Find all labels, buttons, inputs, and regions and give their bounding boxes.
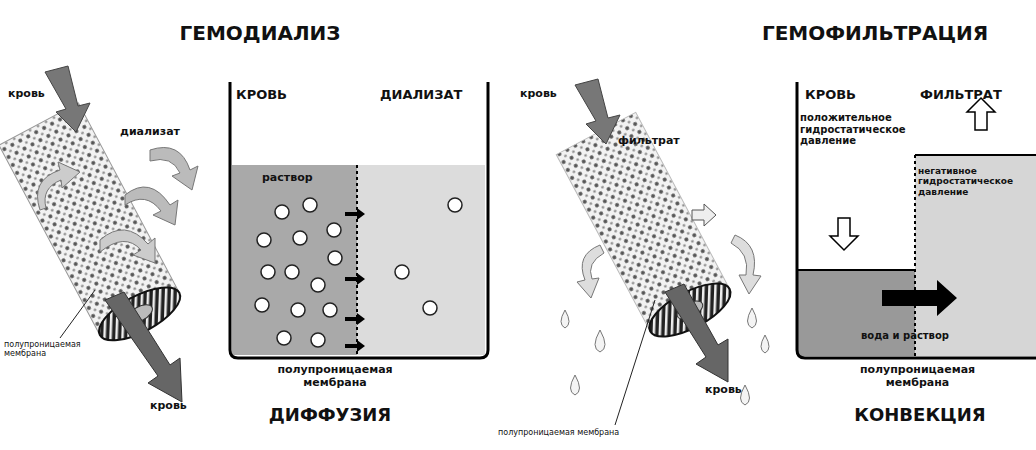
dialyzer-cylinder bbox=[0, 66, 198, 402]
flow-label: кровь bbox=[705, 384, 765, 397]
part-label: полупроницаемая мембрана bbox=[850, 364, 985, 389]
convection-beaker bbox=[797, 82, 1036, 358]
heading: ГЕМОФИЛЬТРАЦИЯ bbox=[740, 22, 1010, 45]
substance-label: вода и раствор bbox=[850, 330, 960, 342]
process-label: ДИФФУЗИЯ bbox=[255, 405, 405, 426]
flow-label: фильтрат bbox=[618, 135, 698, 148]
part-label: полупроницаемая мембрана bbox=[270, 364, 400, 389]
heading: ГЕМОДИАЛИЗ bbox=[150, 22, 370, 45]
flow-label: кровь bbox=[520, 88, 580, 101]
compartment-label: ДИАЛИЗАТ bbox=[380, 88, 480, 103]
compartment-label: КРОВЬ bbox=[805, 88, 885, 103]
diffusion-beaker bbox=[230, 82, 488, 358]
pressure-label: положительное гидростатическое давление bbox=[800, 112, 912, 147]
flow-label: кровь bbox=[150, 400, 210, 413]
part-label: полупроницаемая мембрана bbox=[498, 428, 668, 437]
substance-label: раствор bbox=[262, 172, 342, 185]
pressure-label: негативное гидростатическое давление bbox=[918, 166, 1032, 197]
process-label: КОНВЕКЦИЯ bbox=[835, 405, 1005, 426]
compartment-label: ФИЛЬТРАТ bbox=[920, 88, 1030, 103]
flow-label: диализат bbox=[120, 126, 200, 139]
flow-label: кровь bbox=[8, 88, 68, 101]
compartment-label: КРОВЬ bbox=[236, 88, 326, 103]
part-label: полупроницаемая мембрана bbox=[4, 340, 104, 358]
hemofilter-cylinder bbox=[556, 79, 769, 425]
